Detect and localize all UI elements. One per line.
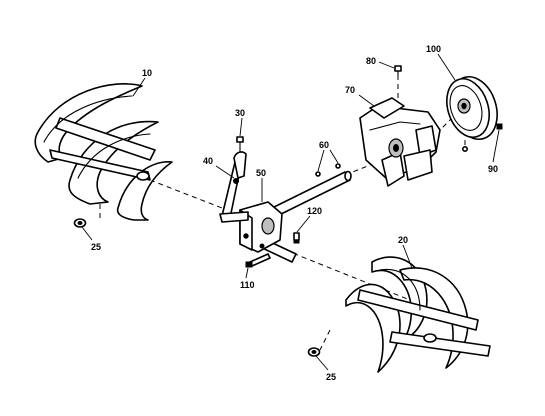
left-auger-flight-bottom (116, 161, 173, 221)
shaft-end (344, 170, 352, 182)
callout-60: 60 (319, 140, 329, 150)
assembly-line-left-auger (149, 179, 241, 216)
lever-40-pin (233, 178, 239, 184)
bolt-30-head (236, 136, 244, 143)
callout-25-right: 25 (326, 372, 336, 382)
fitting-120-base (293, 239, 300, 244)
lever-40-body (233, 151, 247, 179)
lever-40 (233, 151, 247, 184)
callout-120: 120 (307, 206, 322, 216)
bolt-25-left (73, 218, 87, 228)
left-auger-edge-line-2 (77, 133, 151, 179)
left-auger (34, 83, 173, 221)
bolt-110-head (245, 261, 253, 268)
leader-60-b (329, 149, 339, 164)
bracket-bearing-bore (393, 144, 399, 152)
nut-25-left-hole (77, 221, 83, 225)
screw-90 (461, 123, 503, 153)
screw-80 (394, 65, 402, 77)
gearbox-lever-base (219, 211, 249, 223)
pulley-100 (446, 76, 498, 140)
leader-10 (132, 77, 146, 97)
right-auger-hub (423, 333, 437, 343)
callout-30: 30 (235, 108, 245, 118)
fitting-120 (293, 232, 300, 244)
screw-60-a (315, 171, 321, 177)
leader-90 (492, 129, 500, 163)
leader-120 (296, 215, 311, 233)
gearbox-seal (261, 217, 275, 235)
callout-80: 80 (366, 56, 376, 66)
leader-25-left (81, 226, 93, 241)
gearbox-bolt-hole (243, 233, 249, 239)
bracket-side-tab (415, 125, 437, 157)
fitting-120-body (293, 232, 300, 241)
callout-20: 20 (398, 235, 408, 245)
bracket-70 (359, 97, 441, 187)
screw-90-head (496, 123, 503, 130)
bracket-lower-tab-2 (403, 149, 433, 181)
leader-30 (239, 117, 243, 137)
left-auger-edge-line (43, 95, 133, 143)
leader-25-right (315, 355, 329, 371)
right-auger-blade (389, 331, 491, 357)
assembly-line-right-auger (284, 249, 411, 301)
left-auger-flight-top (34, 83, 143, 163)
right-auger-shaft-bar (357, 289, 479, 331)
left-auger-shaft-bar (49, 149, 151, 181)
callout-10: 10 (142, 68, 152, 78)
bracket-top-tab (369, 97, 405, 119)
screw-60-b (335, 163, 341, 169)
leader-80 (378, 61, 395, 69)
right-auger (345, 256, 491, 373)
right-auger-flight-3 (399, 267, 469, 369)
leader-lines (81, 53, 500, 371)
screws-60 (315, 163, 341, 177)
bracket-edge-line (369, 121, 421, 131)
left-auger-hub (136, 171, 150, 181)
bolt-25-right (307, 347, 321, 357)
screw-80-head (394, 65, 402, 72)
bolt-110-shank (249, 253, 271, 267)
leader-100 (437, 53, 456, 81)
callout-70: 70 (345, 85, 355, 95)
gearbox (219, 157, 283, 253)
nut-25-right-hole (311, 350, 317, 354)
gearbox-bolt-hole-2 (259, 243, 265, 249)
leader-20 (402, 244, 413, 269)
callout-labels: 10 20 25 25 30 40 50 60 70 80 90 100 110… (91, 44, 498, 382)
callout-90: 90 (488, 164, 498, 174)
bolt-30 (236, 136, 244, 151)
screw-90-washer (461, 146, 468, 153)
right-auger-edge-line (379, 268, 421, 311)
bolt-110 (245, 253, 271, 268)
callout-25-left: 25 (91, 242, 101, 252)
leader-60-a (317, 149, 325, 172)
leader-40 (215, 165, 235, 179)
callout-40: 40 (203, 156, 213, 166)
assembly-line-shaft-bracket (344, 159, 384, 176)
callout-110: 110 (240, 280, 255, 290)
leader-110 (245, 267, 249, 279)
callout-100: 100 (426, 44, 441, 54)
pulley-bore (461, 102, 467, 110)
leader-70 (358, 94, 375, 107)
pulley-groove (449, 85, 483, 131)
callout-50: 50 (256, 168, 266, 178)
assembly-line-bolt-right (319, 329, 331, 351)
